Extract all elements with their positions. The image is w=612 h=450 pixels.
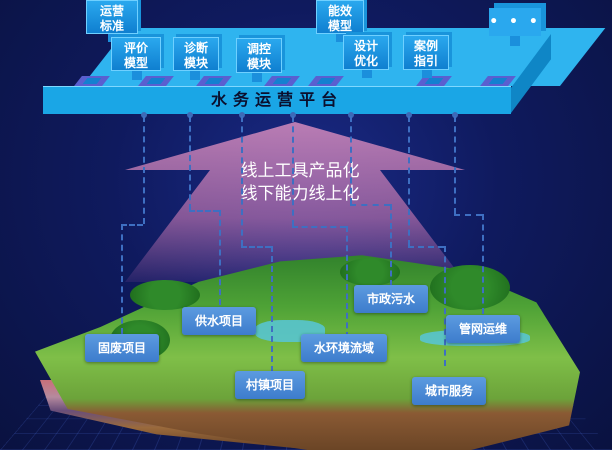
module-stem [252,72,262,82]
connector-line [454,116,456,214]
connector-line [271,246,273,372]
connector-line [350,116,352,204]
connector-line [350,204,390,206]
module-line2: 优化 [353,54,378,68]
module-line1: 诊断 [183,41,208,55]
project-label-city-service[interactable]: 城市服务 [412,377,486,405]
module-line1: 运营 [99,4,124,18]
connector-line [189,210,219,212]
connector-dot [290,112,296,118]
more-modules-icon[interactable]: • • • [489,8,541,36]
platform-front [43,86,511,114]
project-label-municipal-sewage[interactable]: 市政污水 [354,285,428,313]
project-label-solid-waste[interactable]: 固废项目 [85,334,159,362]
connector-line [143,116,145,224]
connector-line [444,246,446,366]
connector-line [121,224,123,334]
module-line2: 指引 [413,54,438,68]
project-label-water-supply[interactable]: 供水项目 [182,307,256,335]
project-label-town[interactable]: 村镇项目 [235,371,305,399]
module-case-guide[interactable]: 案例 指引 [403,35,449,70]
module-line1: 评价 [123,41,148,55]
connector-line [292,116,294,226]
module-stem [190,70,200,80]
arrow-caption: 线上工具产品化 线下能力线上化 [200,160,400,206]
connector-line [390,204,392,286]
connector-line [189,116,191,210]
module-line2: 模型 [123,56,148,70]
module-line1: 调控 [246,42,271,56]
platform-label: 水务运营平台 [210,90,343,109]
module-line2: 模块 [183,56,208,70]
module-stem [132,70,142,80]
arrow-caption-line1: 线上工具产品化 [240,161,360,181]
tree-cluster [130,280,200,310]
connector-line [408,246,444,248]
module-line1: 设计 [353,39,378,53]
connector-line [346,226,348,338]
module-design-optimize[interactable]: 设计 优化 [343,35,389,70]
module-diagnosis[interactable]: 诊断 模块 [173,37,219,71]
module-control[interactable]: 调控 模块 [236,38,282,73]
connector-line [454,214,482,216]
connector-line [408,116,410,246]
connector-dot [141,112,147,118]
connector-dot [187,112,193,118]
module-line1: 能效 [327,4,352,18]
module-stem [362,68,372,78]
project-label-water-env-basin[interactable]: 水环境流域 [301,334,387,362]
connector-line [292,226,346,228]
module-ops-standard[interactable]: 运营 标准 [86,0,138,34]
module-line2: 模型 [327,19,352,33]
arrow-caption-line2: 线下能力线上化 [240,184,360,204]
module-efficiency-model[interactable]: 能效 模型 [316,0,364,34]
connector-line [121,224,143,226]
module-stem [510,36,520,46]
connector-dot [452,112,458,118]
connector-line [219,210,221,305]
module-stem [422,68,432,78]
module-line2: 标准 [99,19,124,33]
connector-dot [406,112,412,118]
module-line1: 案例 [413,39,438,53]
connector-dot [348,112,354,118]
tree-cluster [430,265,510,310]
module-line2: 模块 [246,57,271,71]
connector-line [241,246,271,248]
connector-line [241,116,243,246]
connector-line [482,214,484,314]
connector-dot [239,112,245,118]
module-stem [336,32,346,42]
project-label-pipe-network-om[interactable]: 管网运维 [446,315,520,343]
module-eval-model[interactable]: 评价 模型 [111,37,161,71]
